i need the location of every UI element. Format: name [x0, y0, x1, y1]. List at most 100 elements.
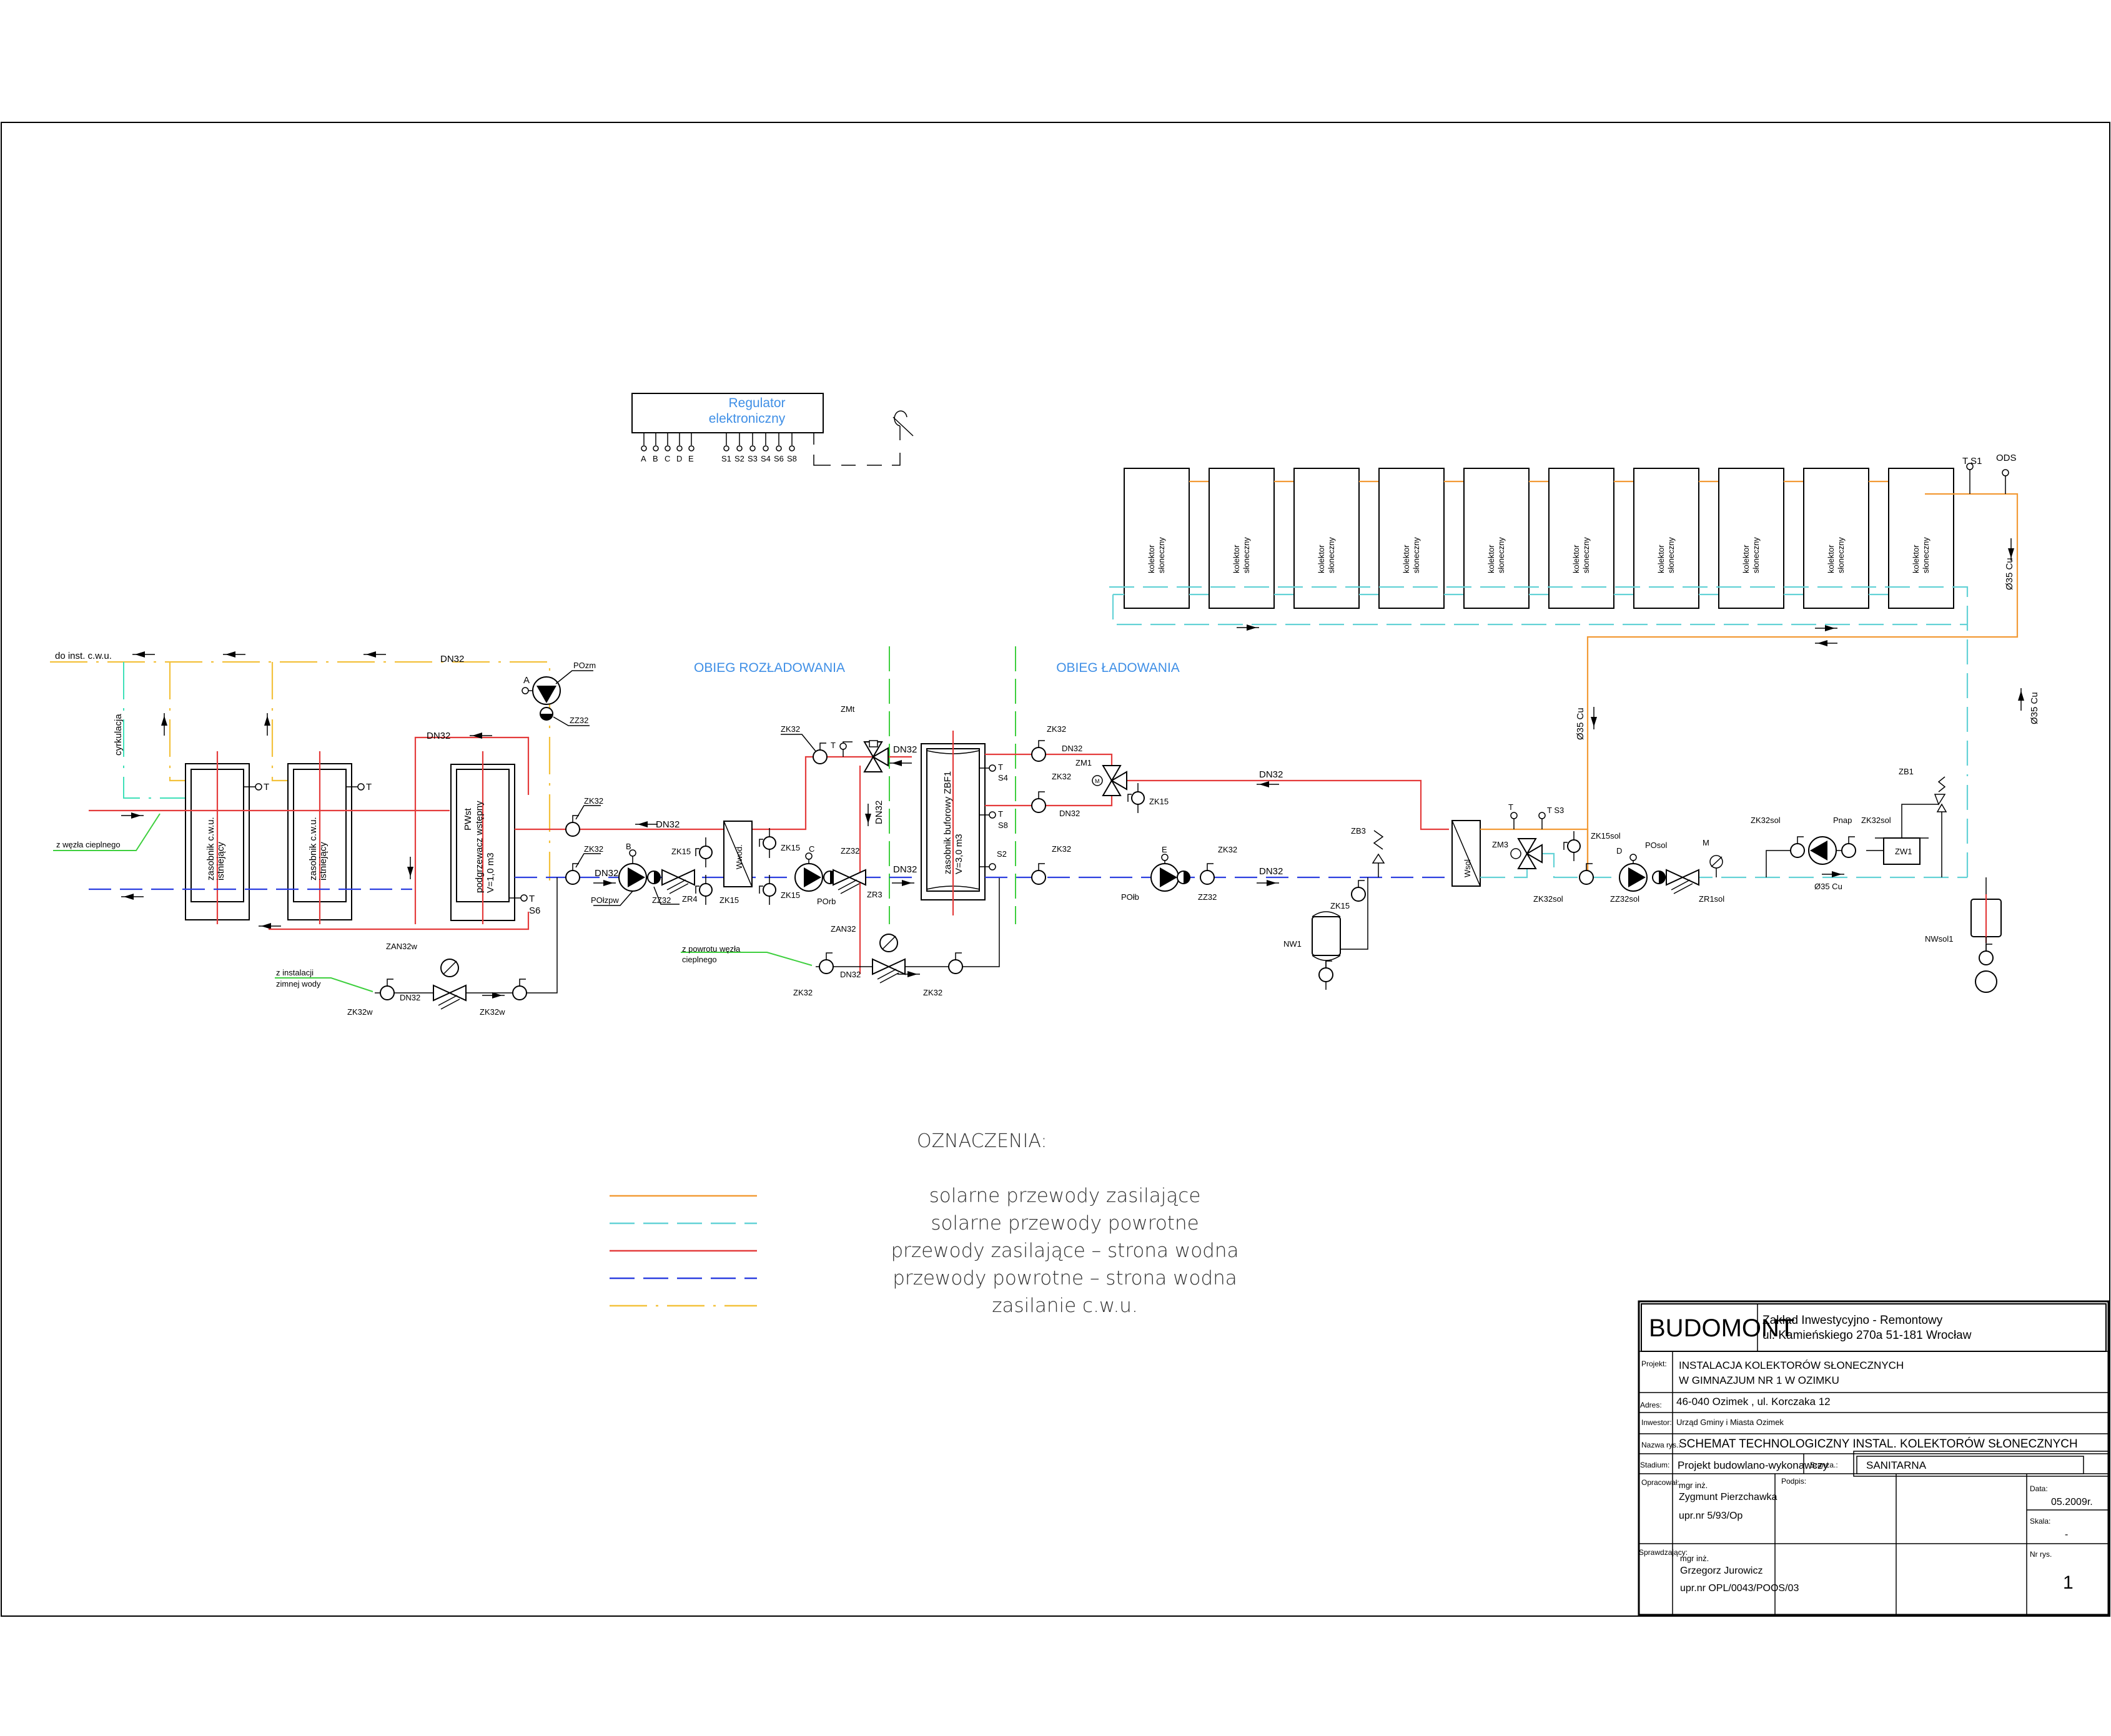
- dn32-label: DN32: [595, 868, 618, 879]
- shutoff-valve-icon[interactable]: [1031, 863, 1046, 885]
- zz32-label: ZZ32: [841, 846, 859, 856]
- polb-label: POłb: [1121, 892, 1139, 902]
- drain-valve-icon[interactable]: [759, 827, 776, 859]
- regulator-output-B: B: [653, 454, 658, 463]
- nwsol1-label: NWsol1: [1925, 934, 1954, 944]
- shutoff-valve-icon[interactable]: [948, 952, 963, 974]
- regulating-valve-zr1sol-icon[interactable]: [1666, 869, 1699, 894]
- collector-label-1: kolektor: [1147, 545, 1156, 573]
- prepared-license: upr.nr 5/93/Op: [1679, 1511, 1743, 1521]
- drawing-name: SCHEMAT TECHNOLOGICZNY INSTAL. KOLEKTORÓ…: [1679, 1437, 2078, 1451]
- pipe-size-label: Ø35 Cu: [2029, 692, 2040, 724]
- regulator-sensor-S8: S8: [787, 454, 797, 463]
- shutoff-valve-icon[interactable]: [1318, 960, 1333, 982]
- check-valve-icon[interactable]: [540, 707, 553, 721]
- check-valve-icon[interactable]: [1652, 870, 1666, 884]
- drain-valve-icon[interactable]: [1127, 782, 1145, 814]
- pressure-reducing-valve-icon[interactable]: [433, 985, 467, 1010]
- address: 46-040 Ozimek , ul. Korczaka 12: [1676, 1396, 1831, 1408]
- shutoff-valve-icon[interactable]: [1790, 836, 1805, 858]
- shutoff-valve-icon[interactable]: [1200, 863, 1215, 885]
- prepared-title: mgr inż.: [1679, 1481, 1708, 1490]
- dn32-label: DN32: [656, 819, 680, 830]
- shutoff-valve-icon[interactable]: [565, 863, 580, 885]
- zk32-label: ZK32: [584, 796, 603, 806]
- legend-title: OZNACZENIA:: [917, 1130, 1047, 1152]
- pump-polzpw-icon[interactable]: [618, 863, 647, 892]
- dn32-label: DN32: [1259, 866, 1283, 877]
- regulator-sensor-S3: S3: [748, 454, 758, 463]
- shutoff-valve-icon[interactable]: [1031, 791, 1046, 813]
- shutoff-valve-icon[interactable]: [1351, 880, 1366, 902]
- shutoff-valve-icon[interactable]: [819, 952, 834, 974]
- sensor-icon: [1629, 854, 1637, 861]
- tank-1-label-1: zasobnik c.w.u.: [205, 817, 216, 880]
- regulating-valve-zr3-icon[interactable]: [833, 869, 866, 894]
- scale-label: Skala:: [2030, 1517, 2050, 1526]
- discharge-circuit-label: OBIEG ROZŁADOWANIA: [694, 661, 845, 675]
- dhw-tank-1[interactable]: zasobnik c.w.u. istniejący: [185, 751, 250, 924]
- solar-heat-exchanger[interactable]: Wsol: [1451, 820, 1481, 887]
- shutoff-valve-icon[interactable]: [1841, 836, 1856, 858]
- safety-valve-zb1-icon[interactable]: [1934, 794, 1947, 812]
- preheater-tank[interactable]: PWst podgrzewacz wstępny V=1,0 m3: [450, 751, 515, 924]
- sensor-icon: [989, 863, 996, 870]
- pump-posol-icon[interactable]: [1619, 863, 1648, 892]
- sensor-t-label: T: [831, 741, 836, 750]
- tank-1-label-2: istniejący: [215, 842, 226, 880]
- check-valve-icon[interactable]: [647, 870, 661, 884]
- sensor-icon: [989, 764, 996, 772]
- expansion-vessel-nw1[interactable]: [1312, 911, 1341, 961]
- pump-polb-icon[interactable]: [1150, 863, 1179, 892]
- zan32-label: ZAN32: [831, 924, 856, 934]
- charge-supply-upper: [985, 753, 1113, 769]
- pressure-reducing-valve-icon[interactable]: [872, 959, 906, 984]
- three-way-valve-zm3-icon[interactable]: [1518, 838, 1543, 869]
- sensor-icon: [520, 894, 528, 902]
- solar-expansion-vessel[interactable]: [1970, 894, 2002, 943]
- shutoff-valve-icon[interactable]: [565, 815, 580, 837]
- water-heat-exchanger[interactable]: Wwod.: [723, 821, 753, 887]
- buffer-tank-zbf1[interactable]: zasobnik buforowy ZBF1 V=3,0 m3: [921, 731, 986, 915]
- circulation-pump-icon[interactable]: [532, 676, 561, 705]
- shutoff-valve-icon[interactable]: [380, 979, 395, 1000]
- dhw-dn32-label: DN32: [440, 654, 464, 664]
- dhw-tank-2[interactable]: zasobnik c.w.u. istniejący: [287, 751, 352, 924]
- drain-valve-icon[interactable]: [1563, 831, 1581, 862]
- nw1-label: NW1: [1283, 939, 1302, 949]
- regulating-valve-zr4-icon[interactable]: [661, 869, 695, 894]
- cold-water-connection: [517, 877, 558, 994]
- drain-valve-icon[interactable]: [695, 837, 713, 868]
- zk32w-label: ZK32w: [480, 1007, 505, 1017]
- filling-pump-pnap-icon[interactable]: [1808, 836, 1837, 865]
- flow-arrow-icon: [1814, 639, 1838, 647]
- outdoor-sensor-icon: [892, 410, 914, 440]
- shutoff-valve-icon[interactable]: [1979, 944, 1994, 965]
- check-valve-icon[interactable]: [1177, 870, 1190, 884]
- shutoff-valve-icon[interactable]: [1579, 863, 1594, 885]
- motor-icon: [1092, 775, 1103, 786]
- drain-valve-icon[interactable]: [759, 874, 776, 905]
- zk32sol-label: ZK32sol: [1533, 894, 1563, 904]
- water-tank-zw1[interactable]: ZW1: [1875, 837, 1929, 865]
- pump-porb-icon[interactable]: [794, 863, 823, 892]
- safety-valve-zb3-icon[interactable]: [1373, 830, 1384, 877]
- shutoff-valve-icon[interactable]: [1031, 740, 1046, 762]
- shutoff-valve-icon[interactable]: [813, 742, 828, 764]
- project-line-1: INSTALACJA KOLEKTORÓW SŁONECZNYCH: [1679, 1359, 1904, 1371]
- drain-valve-icon[interactable]: [695, 874, 713, 905]
- three-way-valve-zm1-icon[interactable]: [1102, 765, 1127, 796]
- collector-label-1: kolektor: [1402, 545, 1411, 573]
- shutoff-valve-icon[interactable]: [512, 979, 527, 1000]
